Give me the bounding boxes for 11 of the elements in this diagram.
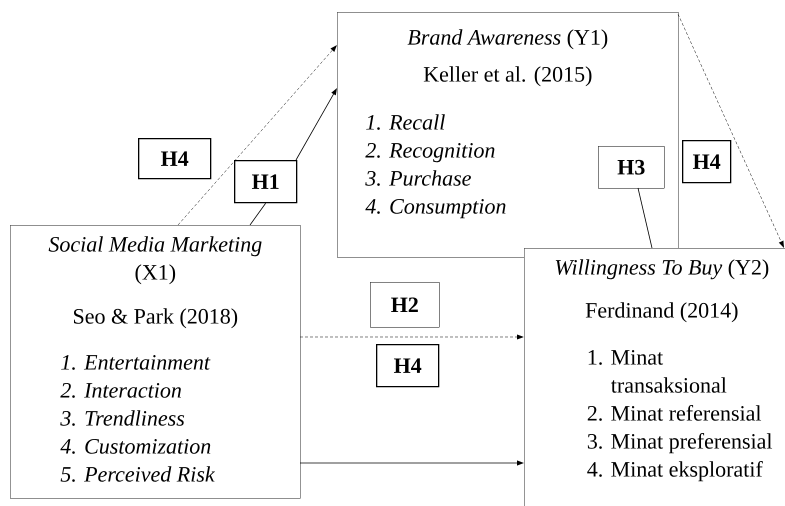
arrow <box>678 14 784 248</box>
hypothesis-box: H3 <box>598 146 664 188</box>
hypothesis-box: H4 <box>376 344 440 388</box>
arrow <box>300 334 524 340</box>
hypothesis-box: H4 <box>682 140 732 184</box>
hypothesis-box: H1 <box>234 160 298 204</box>
hypothesis-box: H4 <box>138 138 212 180</box>
construct-box: Willingness To Buy (Y2) Ferdinand (2014) 1. Minat transaksional 2. Minat referensial 3. Minat preferensial 4. Minat eksploratif <box>524 248 785 506</box>
construct-box: Social Media Marketing (X1) Seo & Park (2018) 1. Entertainment 2. Interaction 3. Trendliness 4. Customization 5. Perceived Risk <box>10 225 301 499</box>
arrow <box>178 45 337 226</box>
hypothesis-box: H2 <box>370 282 440 328</box>
